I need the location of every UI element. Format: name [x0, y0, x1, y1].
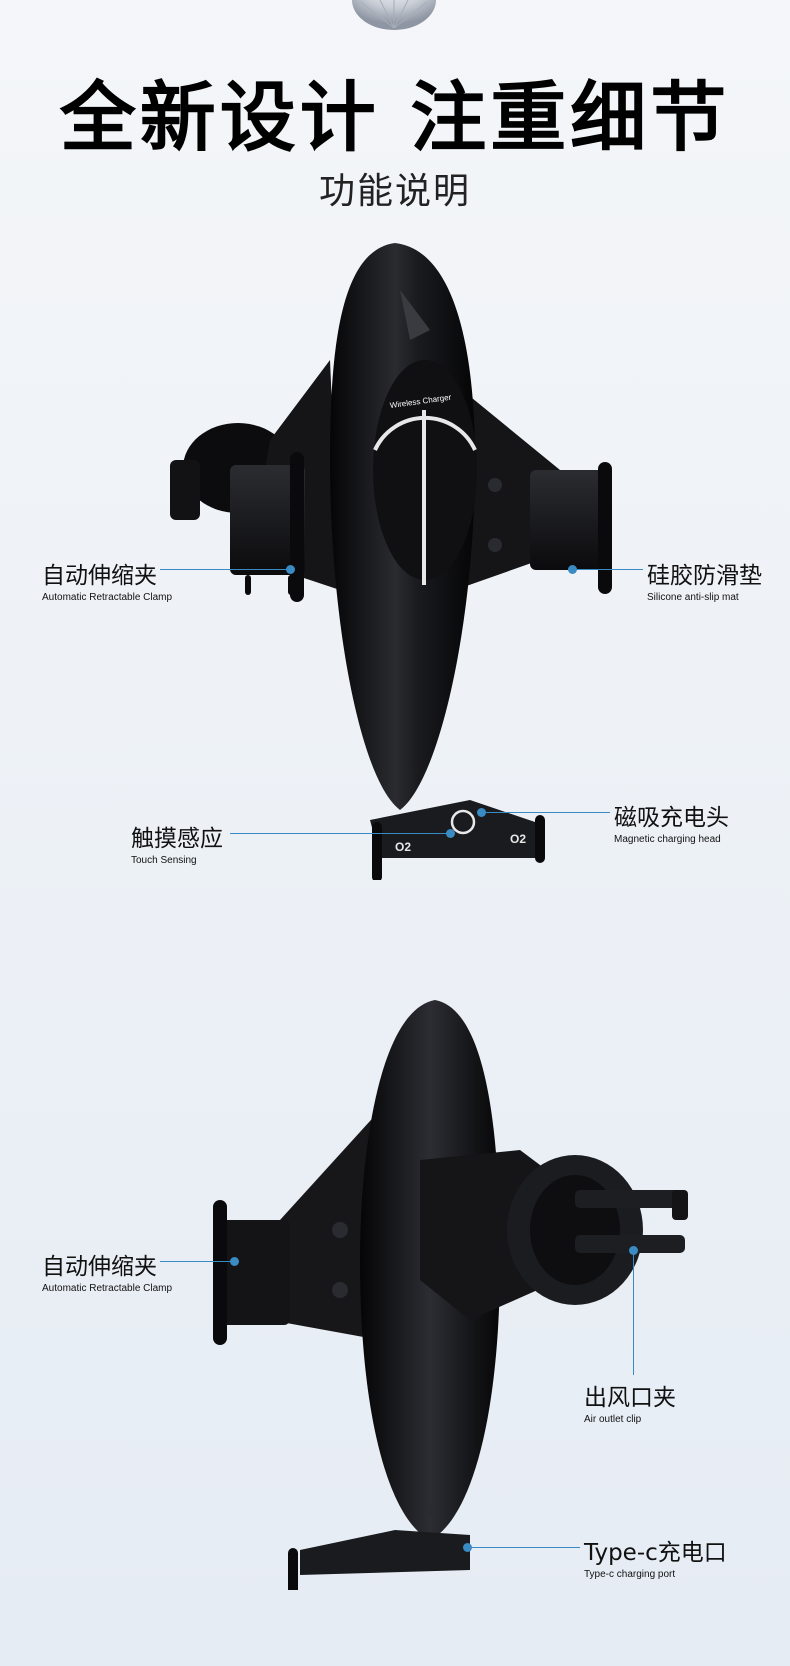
leader-line [484, 812, 610, 814]
page-title: 全新设计 注重细节 [59, 73, 731, 162]
base-label-left: O2 [395, 840, 411, 854]
callout-en: Automatic Retractable Clamp [42, 1283, 173, 1294]
callout-cn: 出风口夹 [584, 1385, 676, 1411]
callout-cn: Type-c充电口 [584, 1540, 727, 1566]
leader-line-vertical [633, 1250, 635, 1375]
callout-en: Magnetic charging head [614, 834, 721, 845]
leader-dot [286, 565, 295, 574]
callout-typec-port: Type-c充电口 Type-c charging port [584, 1533, 727, 1580]
diamond-decoration [352, 0, 436, 30]
leader-line [575, 569, 643, 571]
base-label-right: O2 [510, 832, 526, 846]
callout-en: Touch Sensing [131, 855, 197, 866]
callout-cn: 自动伸缩夹 [42, 1254, 157, 1280]
leader-line [230, 833, 448, 835]
leader-line [160, 1261, 232, 1263]
leader-dot [230, 1257, 239, 1266]
main-body: Wireless Charger [330, 243, 477, 810]
leader-dot [477, 808, 486, 817]
leader-dot [568, 565, 577, 574]
callout-cn: 触摸感应 [131, 826, 223, 852]
callout-en: Silicone anti-slip mat [647, 592, 739, 603]
callout-cn: 磁吸充电头 [614, 805, 729, 831]
callout-touch-sensing: 触摸感应 Touch Sensing [131, 819, 223, 866]
left-arm [230, 360, 340, 602]
product-front-view: Wireless Charger O2 O2 [170, 243, 612, 880]
page-subtitle: 功能说明 [318, 171, 471, 212]
callout-auto-clamp-bottom: 自动伸缩夹 Automatic Retractable Clamp [42, 1247, 172, 1294]
rear-left-arm [213, 1110, 380, 1345]
callout-en: Automatic Retractable Clamp [42, 592, 173, 603]
callout-auto-clamp-top: 自动伸缩夹 Automatic Retractable Clamp [42, 556, 172, 603]
leader-line [470, 1547, 580, 1549]
leader-dot [446, 829, 455, 838]
callout-air-outlet-clip: 出风口夹 Air outlet clip [584, 1378, 676, 1425]
leader-dot [629, 1246, 638, 1255]
product-rear-view [213, 1000, 688, 1590]
callout-silicone-mat: 硅胶防滑垫 Silicone anti-slip mat [647, 556, 762, 603]
callout-magnetic-head: 磁吸充电头 Magnetic charging head [614, 798, 729, 845]
callout-en: Type-c charging port [584, 1569, 676, 1580]
leader-dot [463, 1543, 472, 1552]
callout-en: Air outlet clip [584, 1414, 642, 1425]
right-arm [450, 380, 612, 594]
leader-line [160, 569, 288, 571]
air-outlet-clip-mount [420, 1150, 688, 1320]
rear-base [288, 1530, 470, 1590]
callout-cn: 硅胶防滑垫 [647, 563, 762, 589]
callout-cn: 自动伸缩夹 [42, 563, 157, 589]
